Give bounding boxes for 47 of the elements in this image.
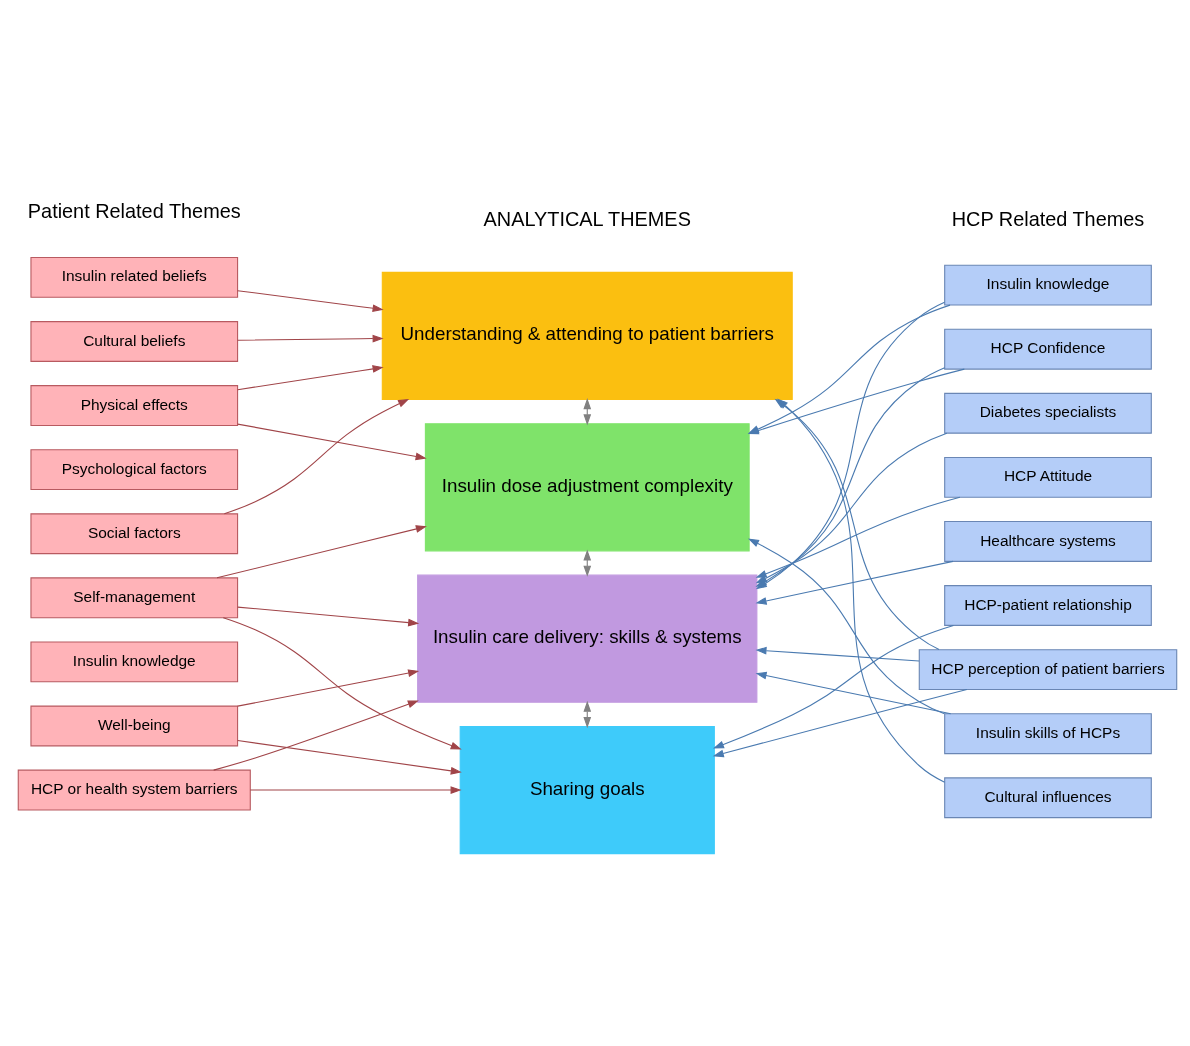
node-box: HCP or health system barriers — [17, 769, 251, 810]
node-box: Well-being — [30, 705, 239, 746]
node-box: Self-management — [30, 576, 239, 618]
node-box: HCP-patient relationship — [944, 584, 1152, 626]
node-box: HCP Confidence — [944, 328, 1152, 370]
node-box: Insulin knowledge — [30, 640, 239, 682]
node-box: Physical effects — [30, 384, 239, 426]
node-box: HCP perception of patient barriers — [918, 648, 1178, 690]
node-box: Insulin dose adjustment complexity — [424, 422, 750, 551]
node-box: Understanding & attending to patient barriers — [381, 271, 793, 400]
arrow — [216, 524, 427, 578]
label: ANALYTICAL THEMES — [483, 207, 691, 230]
arrow — [237, 364, 384, 390]
node-box: Social factors — [30, 512, 239, 554]
arrow — [747, 304, 951, 434]
node-box: Diabetes specialists — [944, 392, 1152, 434]
node-box: Insulin care delivery: skills & systems — [417, 574, 758, 703]
arrow — [755, 671, 952, 714]
arrow — [747, 368, 965, 434]
arrow — [223, 398, 410, 514]
node-box: Cultural influences — [944, 776, 1152, 818]
arrow — [249, 785, 462, 794]
arrow — [237, 606, 420, 626]
node-box: Insulin related beliefs — [30, 256, 239, 298]
label: Patient Related Themes — [27, 199, 241, 222]
arrow — [222, 616, 462, 750]
arrow — [712, 688, 968, 757]
node-box: Insulin knowledge — [944, 264, 1152, 306]
arrow — [755, 496, 961, 578]
arrow — [712, 624, 954, 748]
label: HCP Related Themes — [951, 207, 1145, 230]
arrow — [237, 289, 384, 312]
node-box: HCP Attitude — [944, 456, 1152, 498]
arrow — [237, 334, 384, 342]
arrow — [237, 668, 420, 707]
arrow — [237, 423, 427, 460]
node-box: Insulin skills of HCPs — [944, 712, 1152, 754]
arrow — [755, 432, 948, 583]
node-box: Cultural beliefs — [30, 320, 239, 362]
arrow — [755, 646, 920, 662]
node-box: Sharing goals — [459, 725, 715, 854]
arrow — [777, 398, 946, 783]
arrow — [237, 739, 462, 775]
node-box: Healthcare systems — [944, 520, 1152, 562]
arrow — [213, 700, 419, 771]
node-box: Psychological factors — [30, 448, 239, 490]
arrow — [747, 538, 945, 714]
